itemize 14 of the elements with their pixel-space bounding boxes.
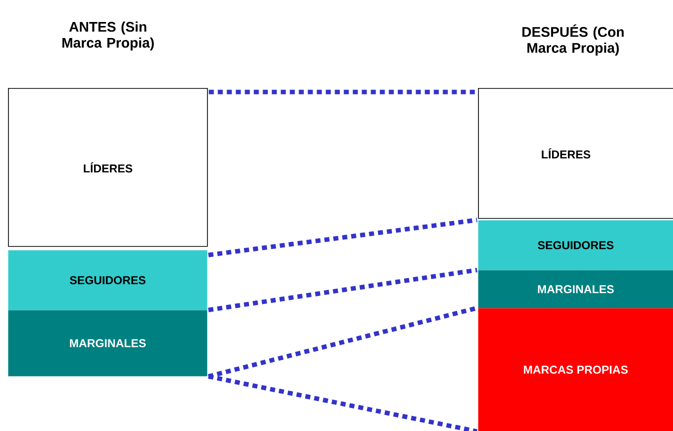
segment-box: LÍDERES (478, 88, 673, 219)
segment-box: MARCAS PROPIAS (478, 308, 673, 431)
column-heading: ANTES (Sin Marca Propia) (62, 22, 154, 50)
dotted-connector (208, 218, 478, 258)
dotted-connector (208, 90, 477, 94)
dotted-connector (208, 268, 478, 312)
segment-box: LÍDERES (8, 88, 208, 247)
dotted-connector (208, 306, 478, 379)
segment-box: MARGINALES (8, 310, 208, 376)
column-heading: DESPUÉS (Con Marca Propia) (522, 24, 624, 56)
dotted-connector (208, 374, 478, 431)
segment-box: MARGINALES (478, 270, 673, 308)
segment-box: SEGUIDORES (8, 250, 208, 310)
segment-box: SEGUIDORES (478, 220, 673, 270)
